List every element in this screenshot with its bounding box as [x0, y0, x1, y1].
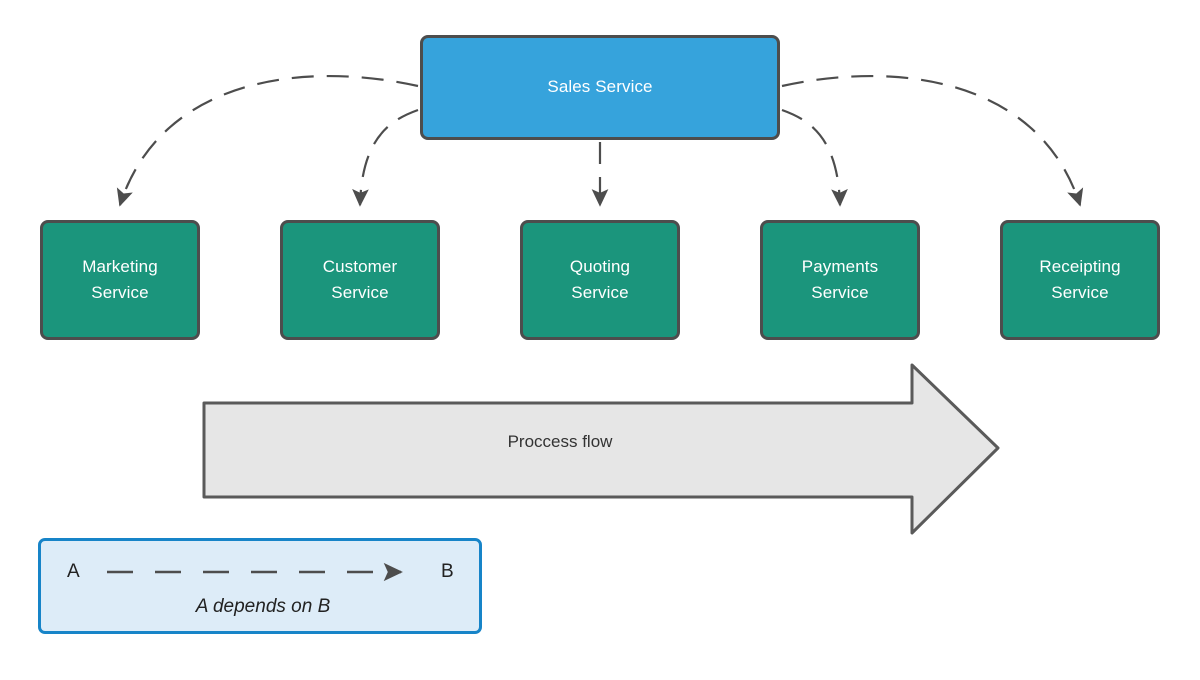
process-flow-arrow-shape — [202, 363, 1000, 535]
edge-sales-to-payments — [781, 108, 848, 207]
node-label: Payments Service — [801, 256, 879, 302]
node-receipting-service[interactable]: Receipting Service — [1000, 220, 1160, 340]
node-label: Sales Service — [547, 77, 653, 97]
legend-sample-row: A B — [41, 551, 485, 593]
node-label: Marketing Service — [82, 256, 158, 302]
legend-source-label: A — [67, 561, 80, 582]
legend-dashed-arrow — [107, 562, 403, 582]
legend-caption: A depends on B — [195, 596, 331, 617]
flow-arrow-path — [202, 363, 1000, 535]
legend-target-label: B — [441, 561, 454, 582]
node-label: Customer Service — [322, 256, 398, 302]
node-customer-service[interactable]: Customer Service — [280, 220, 440, 340]
legend-box: A B A depends on B — [38, 538, 482, 634]
edge-sales-to-marketing — [116, 74, 419, 207]
node-quoting-service[interactable]: Quoting Service — [520, 220, 680, 340]
node-label: Receipting Service — [1039, 256, 1121, 302]
process-flow-arrow — [190, 355, 1010, 545]
node-label: Quoting Service — [569, 256, 631, 302]
edge-sales-to-customer — [352, 108, 419, 207]
node-marketing-service[interactable]: Marketing Service — [40, 220, 200, 340]
edge-sales-to-receipting — [781, 74, 1084, 207]
node-sales-service[interactable]: Sales Service — [420, 35, 780, 140]
node-payments-service[interactable]: Payments Service — [760, 220, 920, 340]
